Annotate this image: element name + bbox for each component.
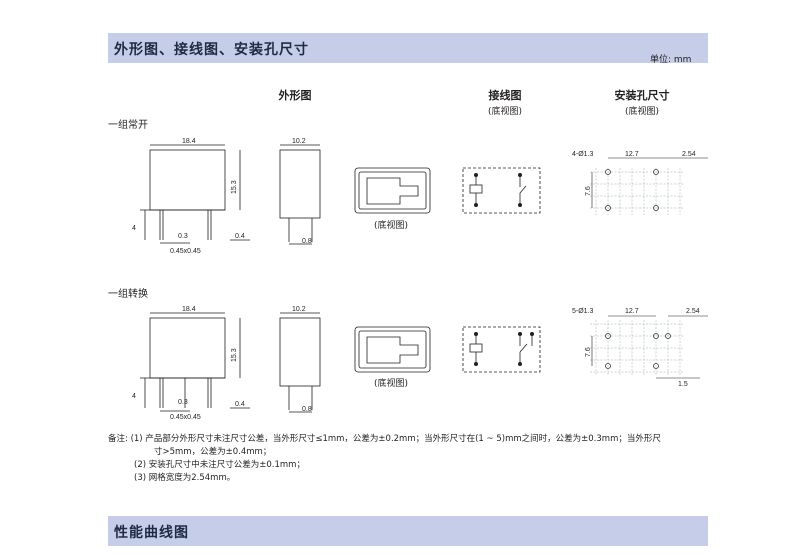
outline-heading: 外形图 [278,89,312,102]
hole-offset-2: 1.5 [678,381,688,388]
mounting-grid-1 [590,168,684,215]
hole-spec-2: 5-Ø1.3 [572,308,594,315]
notes: 备注: (1) 产品部分外形尺寸未注尺寸公差，当外形尺寸≤1mm，公差为±0.2… [108,433,718,485]
dim-pin-w-1: 0.3 [178,233,188,240]
dim-length-2: 18.4 [182,306,196,313]
hole-vert-2: 7.6 [585,347,592,357]
dim-pin-d-1: 0.8 [302,238,312,245]
dim-pin-pitch-1: 0.45x0.45 [170,248,201,255]
mounting-heading: 安装孔尺寸 [614,89,670,102]
section-title: 外形图、接线图、安装孔尺寸 [114,42,309,58]
dim-pin-t-2: 0.4 [235,401,245,408]
dim-pin-t-1: 0.4 [235,233,245,240]
hole-pitch1-1: 12.7 [625,151,639,158]
hole-pitch2-2: 2.54 [686,308,700,315]
group-label-co: 一组转换 [108,289,148,300]
wiring-diagram-1 [462,167,541,214]
hole-vert-1: 7.6 [585,186,592,196]
outline-front-view-2 [140,312,250,412]
dim-pin-len-2: 4 [132,393,136,400]
mounting-holes-1 [605,169,659,211]
mounting-grid-2 [590,320,684,375]
mounting-subheading: (底视图) [624,107,660,117]
dim-height-2: 15.3 [231,348,238,362]
wiring-heading: 接线图 [488,89,522,102]
note-3: (3) 网格宽度为2.54mm。 [134,473,236,483]
bottom-view-label-2: (底视图) [374,377,408,389]
dim-width-2: 10.2 [292,306,306,313]
dim-pin-len-1: 4 [132,225,136,232]
section-header-bar-2: 性能曲线图 [108,516,708,546]
dim-height-1: 15.3 [231,180,238,194]
note-2: (2) 安装孔尺寸中未注尺寸公差为±0.1mm； [134,460,305,470]
note-1: (1) 产品部分外形尺寸未注尺寸公差，当外形尺寸≤1mm，公差为±0.2mm；当… [130,434,661,444]
notes-prefix: 备注: [108,434,128,444]
hole-pitch1-2: 12.7 [625,308,639,315]
section-title-2: 性能曲线图 [114,525,189,541]
dim-length-1: 18.4 [182,138,196,145]
mounting-holes-2 [605,333,671,369]
dim-width-1: 10.2 [292,138,306,145]
wiring-subheading: (底视图) [487,107,523,117]
bottom-view-2 [354,326,431,373]
outline-side-view-2 [279,312,321,413]
outline-front-view-1 [140,144,250,244]
dim-pin-w-2: 0.3 [178,399,188,406]
hole-pitch2-1: 2.54 [682,151,696,158]
note-1-cont: 寸>5mm，公差为±0.4mm； [154,447,272,457]
hole-spec-1: 4-Ø1.3 [572,151,594,158]
bottom-view-1 [354,167,431,214]
wiring-terminals-1 [474,173,522,207]
bottom-view-label-1: (底视图) [374,219,408,231]
dim-pin-d-2: 0.8 [302,406,312,413]
outline-side-view-1 [279,144,321,245]
wiring-terminals-2 [474,332,534,366]
section-header-bar: 外形图、接线图、安装孔尺寸 [108,33,708,63]
dim-pin-pitch-2: 0.45x0.45 [170,414,201,421]
group-label-no: 一组常开 [108,120,148,131]
unit-label: 单位: mm [650,55,692,65]
